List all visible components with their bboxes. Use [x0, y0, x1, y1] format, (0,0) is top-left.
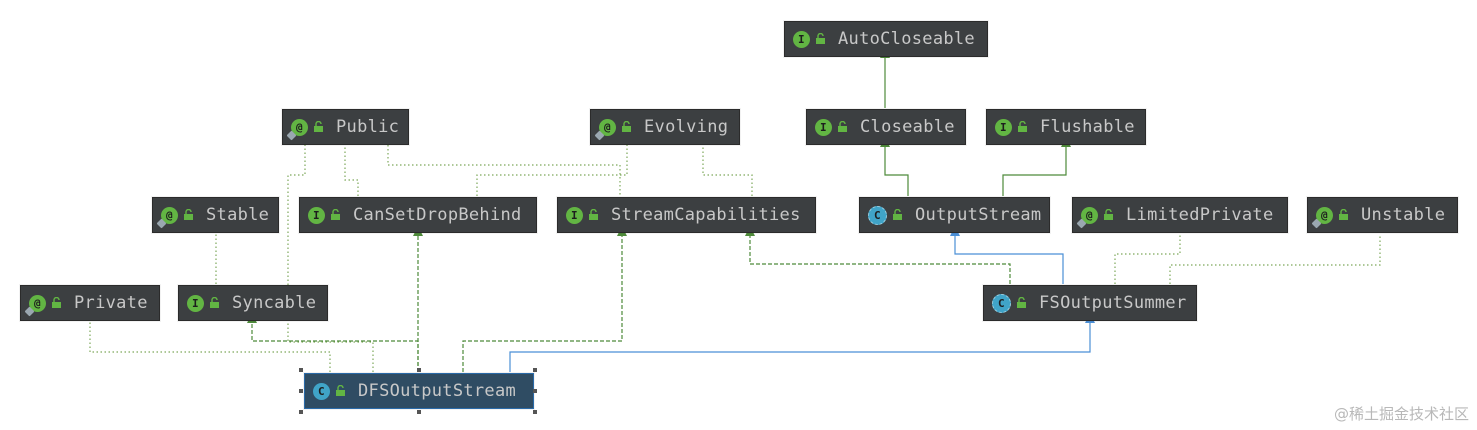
lock-open-icon — [184, 209, 193, 220]
node-closeable[interactable]: I Closeable — [806, 109, 966, 145]
edge-os-flushable — [1002, 137, 1071, 196]
selection-handle[interactable] — [299, 410, 303, 414]
lock-open-icon — [314, 121, 323, 132]
node-syncable[interactable]: I Syncable — [178, 285, 328, 321]
lock-open-icon — [52, 297, 61, 308]
selection-handle[interactable] — [417, 368, 421, 372]
node-fsoutputsummer[interactable]: C FSOutputSummer — [983, 285, 1197, 321]
node-label: Stable — [206, 205, 270, 225]
node-label: AutoCloseable — [838, 29, 975, 49]
edge-dfs-syncable — [247, 313, 419, 372]
node-outputstream[interactable]: C OutputStream — [859, 197, 1050, 233]
edge-fsos-os — [950, 226, 1064, 284]
node-evolving[interactable]: @ Evolving — [590, 109, 740, 145]
interface-icon: I — [308, 206, 325, 224]
node-cansetdropbehind[interactable]: I CanSetDropBehind — [299, 197, 537, 233]
node-label: FSOutputSummer — [1039, 293, 1187, 313]
node-label: StreamCapabilities — [611, 205, 801, 225]
lock-open-icon — [622, 121, 631, 132]
node-label: Closeable — [860, 117, 955, 137]
lock-open-icon — [1339, 209, 1348, 220]
edge-fsos-limited — [1114, 234, 1181, 284]
watermark: @稀土掘金技术社区 — [1333, 405, 1469, 423]
lock-open-icon — [1018, 121, 1027, 132]
node-flushable[interactable]: I Flushable — [986, 109, 1146, 145]
selection-handle[interactable] — [299, 389, 303, 393]
node-label: Private — [74, 293, 148, 313]
lock-open-icon — [1104, 209, 1113, 220]
edge-sc-evolving — [702, 145, 753, 196]
lock-open-icon — [893, 209, 902, 220]
node-label: Unstable — [1361, 205, 1446, 225]
lock-open-icon — [1017, 297, 1026, 308]
lock-open-icon — [816, 33, 825, 44]
abstract-class-icon: C — [868, 205, 887, 225]
selection-handle[interactable] — [533, 389, 537, 393]
node-label: DFSOutputStream — [358, 381, 517, 401]
edge-dfs-private — [89, 321, 331, 372]
edge-csdb-public — [344, 145, 359, 196]
edge-csdb-evolving — [476, 145, 628, 196]
interface-icon: I — [815, 118, 832, 136]
node-limitedprivate[interactable]: @ LimitedPrivate — [1072, 197, 1288, 233]
node-stable[interactable]: @ Stable — [152, 197, 279, 233]
annotation-icon: @ — [24, 294, 46, 316]
edge-fsos-unstable — [1169, 234, 1381, 284]
node-label: Public — [336, 117, 400, 137]
annotation-icon: @ — [286, 118, 308, 140]
interface-icon: I — [995, 118, 1012, 136]
lock-open-icon — [589, 209, 598, 220]
node-label: Evolving — [644, 117, 729, 137]
edge-dfs-sc — [462, 226, 627, 372]
edge-fsos-sc — [745, 226, 1011, 284]
annotation-icon: @ — [1076, 206, 1098, 228]
node-label: LimitedPrivate — [1126, 205, 1274, 225]
node-streamcapabilities[interactable]: I StreamCapabilities — [557, 197, 816, 233]
lock-open-icon — [838, 121, 847, 132]
abstract-class-icon: C — [992, 293, 1011, 313]
annotation-icon: @ — [156, 206, 178, 228]
selection-handle[interactable] — [417, 410, 421, 414]
node-dfsoutputstream[interactable]: C DFSOutputStream — [304, 373, 534, 409]
selection-handle[interactable] — [533, 368, 537, 372]
edge-dfs-public — [287, 145, 374, 372]
node-autocloseable[interactable]: I AutoCloseable — [784, 21, 988, 57]
interface-icon: I — [793, 30, 810, 48]
selection-handle[interactable] — [299, 368, 303, 372]
class-icon: C — [313, 382, 330, 400]
node-label: CanSetDropBehind — [353, 205, 522, 225]
interface-icon: I — [187, 294, 204, 312]
node-label: Flushable — [1040, 117, 1135, 137]
edge-dfs-fsos — [509, 313, 1095, 372]
edge-os-closeable — [880, 137, 909, 196]
interface-icon: I — [566, 206, 583, 224]
lock-open-icon — [336, 385, 345, 396]
selection-handle[interactable] — [533, 410, 537, 414]
node-label: OutputStream — [915, 205, 1042, 225]
annotation-icon: @ — [1311, 206, 1333, 228]
annotation-icon: @ — [594, 118, 616, 140]
node-label: Syncable — [232, 293, 317, 313]
node-unstable[interactable]: @ Unstable — [1307, 197, 1458, 233]
node-private[interactable]: @ Private — [20, 285, 160, 321]
node-public[interactable]: @ Public — [282, 109, 409, 145]
lock-open-icon — [331, 209, 340, 220]
lock-open-icon — [210, 297, 219, 308]
edge-public-sc — [387, 145, 621, 196]
